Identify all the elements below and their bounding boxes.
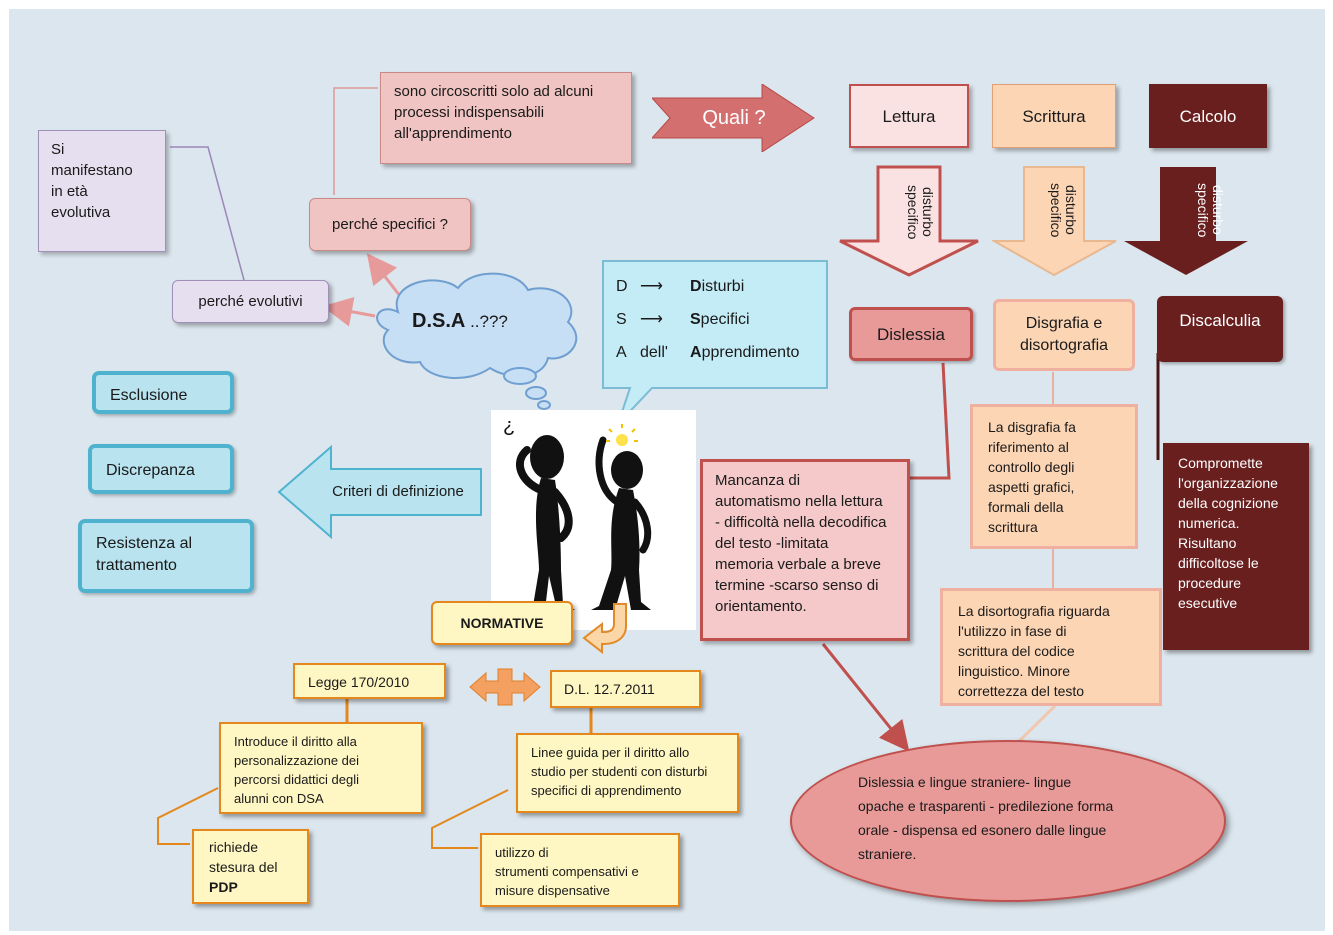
acronym-bubble	[602, 260, 828, 425]
desc-discalculia: Compromette l'organizzazione della cogni…	[1163, 443, 1309, 650]
criterio-discrepanza: Discrepanza	[88, 444, 234, 494]
disorder-dislessia: Dislessia	[849, 307, 973, 361]
arrow-calcolo-label: disturbo specifico	[1195, 182, 1226, 238]
arrow-lettura-label: disturbo specifico	[905, 184, 936, 240]
arrow-to-lingue	[821, 643, 910, 752]
acronym-letter-d: D	[616, 278, 628, 295]
lingue-text: Dislessia e lingue straniere- lingue opa…	[858, 774, 1114, 862]
manifest-box: Si manifestano in età evolutiva	[38, 130, 166, 252]
arrow-scrittura-label: disturbo specifico	[1048, 182, 1079, 238]
normative-box: NORMATIVE	[431, 601, 573, 645]
double-arrow-icon	[469, 668, 541, 706]
dsa-cloud	[376, 272, 578, 410]
arrow-to-specifici	[366, 253, 402, 297]
desc-disgrafia: La disgrafia fa riferimento al controllo…	[970, 404, 1138, 549]
arrow-right-icon: ⟶	[640, 278, 663, 295]
criterio-resistenza: Resistenza al trattamento	[78, 519, 254, 593]
criterio-esclusione: Esclusione	[92, 371, 234, 414]
introduce-box: Introduce il diritto alla personalizzazi…	[219, 722, 423, 814]
arrow-to-evolutivi	[322, 296, 376, 327]
quali-label: Quali ?	[702, 106, 766, 129]
dl-box: D.L. 12.7.2011	[550, 670, 701, 708]
area-calcolo: Calcolo	[1149, 84, 1267, 148]
quali-arrow	[652, 84, 815, 152]
richiede-text: richiede stesura del	[209, 839, 278, 875]
line-dislessia	[910, 362, 951, 480]
desc-dislessia: Mancanza di automatismo nella lettura - …	[700, 459, 910, 641]
dsa-title-suffix: ..???	[465, 312, 508, 331]
curved-arrow-icon	[582, 603, 627, 654]
line-circoscritti	[333, 87, 378, 195]
criteri-label: Criteri di definizione	[332, 482, 464, 500]
dsa-title-main: D.S.A	[412, 310, 466, 332]
question-mark-icon: ¿	[503, 415, 515, 437]
acronym-word-d: isturbi	[701, 278, 745, 295]
acronym-row-s: S ⟶ Specifici	[616, 309, 826, 331]
acronym-bold-a: A	[690, 344, 702, 361]
linee-box: Linee guida per il diritto allo studio p…	[516, 733, 739, 813]
figures-illustration: ¿	[503, 415, 652, 610]
arrow-scrittura	[992, 166, 1117, 277]
dsa-title: D.S.A ..???	[412, 310, 562, 340]
perche-evolutivi-box: perché evolutivi	[172, 280, 329, 323]
acronym-row-d: D ⟶ Disturbi	[616, 276, 826, 298]
acronym-word-s: pecifici	[700, 311, 750, 328]
area-lettura: Lettura	[849, 84, 969, 148]
line-utilizzo	[431, 789, 509, 849]
arrow-calcolo	[1124, 167, 1248, 275]
acronym-bold-d: D	[690, 278, 702, 295]
line-manifest	[170, 146, 245, 281]
acronym-bold-s: S	[690, 311, 701, 328]
line-richiede	[157, 787, 219, 845]
circoscritti-box: sono circoscritti solo ad alcuni process…	[380, 72, 632, 164]
arrow-right-icon: ⟶	[640, 311, 663, 328]
pdp-label: PDP	[209, 879, 238, 895]
legge-box: Legge 170/2010	[293, 663, 446, 699]
criteri-arrow	[277, 445, 482, 539]
acronym-letter-a: A	[616, 344, 627, 361]
perche-specifici-box: perché specifici ?	[309, 198, 471, 251]
lightbulb-icon	[606, 424, 638, 446]
disorder-disgrafia: Disgrafia e disortografia	[993, 299, 1135, 371]
acronym-letter-s: S	[616, 311, 627, 328]
thinking-figure-icon	[516, 435, 575, 610]
disorder-discalculia: Discalculia	[1157, 296, 1283, 362]
lingue-ellipse	[790, 740, 1226, 902]
utilizzo-box: utilizzo di strumenti compensativi e mis…	[480, 833, 680, 907]
area-scrittura: Scrittura	[992, 84, 1116, 148]
arrow-lettura	[839, 165, 979, 277]
acronym-prefix-a: dell'	[640, 344, 668, 361]
idea-figure-icon	[591, 436, 652, 610]
acronym-word-a: pprendimento	[701, 344, 800, 361]
desc-disortografia: La disortografia riguarda l'utilizzo in …	[940, 588, 1162, 706]
